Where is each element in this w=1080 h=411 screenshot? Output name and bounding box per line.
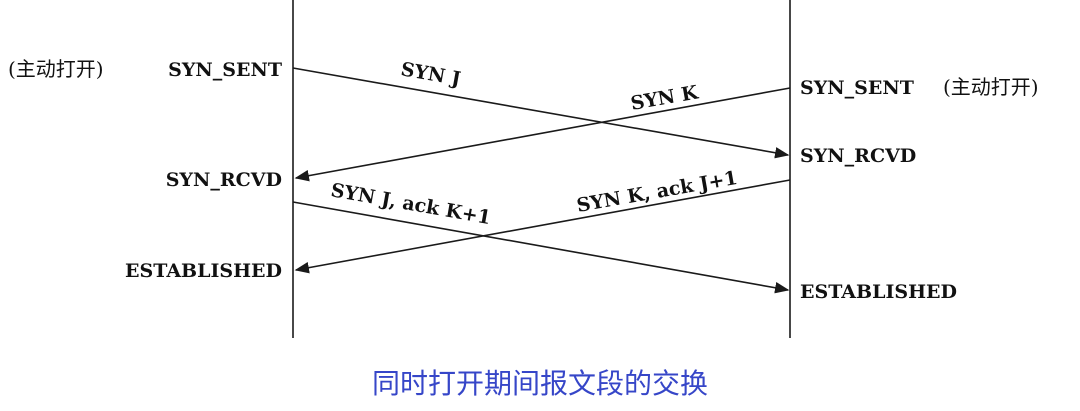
label-syn-k-ack: SYN K, ack J+1 [575, 167, 739, 217]
left-state-established: ESTABLISHED [125, 260, 282, 282]
left-state-syn-rcvd: SYN_RCVD [166, 169, 282, 191]
left-note: (主动打开) [8, 57, 104, 81]
left-state-syn-sent: SYN_SENT [168, 59, 282, 81]
right-note: (主动打开) [943, 75, 1039, 99]
arrow-syn-j-ack [292, 201, 790, 294]
arrow-syn-k-ack [294, 179, 791, 274]
right-state-established: ESTABLISHED [800, 281, 957, 303]
arrow-syn-k [294, 87, 791, 182]
figure-caption: 同时打开期间报文段的交换 [371, 367, 708, 400]
label-syn-j: SYN J [399, 58, 462, 90]
label-syn-k: SYN K [629, 81, 701, 115]
right-state-syn-sent: SYN_SENT [800, 77, 914, 99]
arrow-syn-j [292, 67, 790, 159]
right-state-syn-rcvd: SYN_RCVD [800, 145, 916, 167]
label-syn-j-ack: SYN J, ack K+1 [329, 179, 492, 229]
